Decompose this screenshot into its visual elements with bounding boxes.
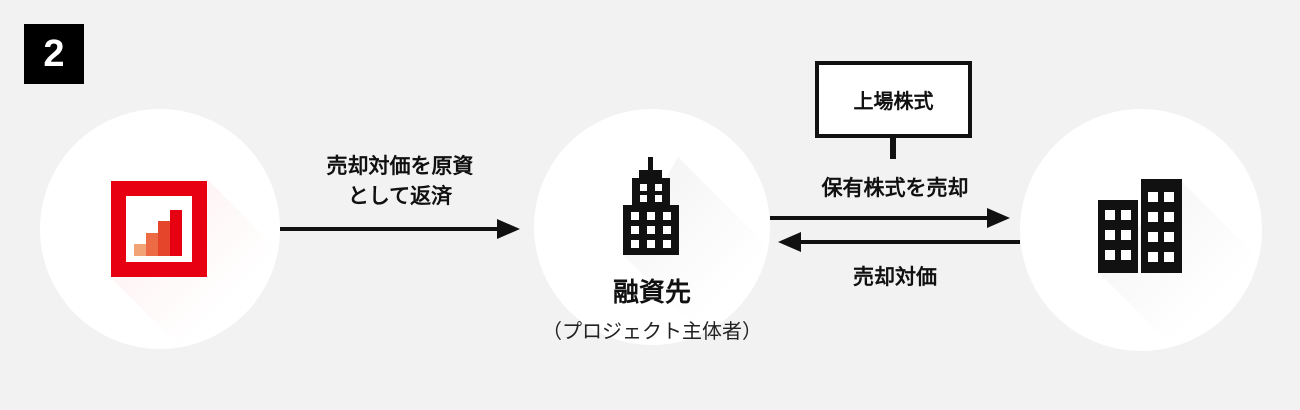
sale-proceeds-arrow-head xyxy=(778,232,801,252)
office-building-icon xyxy=(623,157,679,255)
office-buildings-icon xyxy=(1098,179,1182,273)
logo-bar xyxy=(146,233,158,256)
node-market xyxy=(1020,109,1262,351)
sell-shares-arrow-line xyxy=(770,216,990,220)
logo-bar xyxy=(158,221,170,256)
sell-shares-arrow-label: 保有株式を売却 xyxy=(821,177,969,200)
repayment-arrow-line xyxy=(280,227,502,231)
repayment-arrow-label: 売却対価を原資 として返済 xyxy=(300,152,500,212)
sell-shares-arrow-head xyxy=(987,208,1010,228)
repayment-arrow-head xyxy=(497,219,520,239)
repayment-label-line1: 売却対価を原資 xyxy=(326,155,474,178)
repayment-label-line2: として返済 xyxy=(347,185,453,208)
sale-proceeds-arrow-label: 売却対価 xyxy=(853,266,937,289)
stock-box-connector xyxy=(890,138,896,159)
bar-chart-logo-icon xyxy=(111,181,207,277)
step-badge-number: 2 xyxy=(43,32,65,75)
sale-proceeds-arrow-line xyxy=(799,240,1020,244)
logo-bar xyxy=(170,210,182,256)
node-funds xyxy=(40,109,280,349)
step-badge: 2 xyxy=(24,24,84,84)
listed-stock-label: 上場株式 xyxy=(853,91,934,113)
logo-bar xyxy=(134,244,146,256)
node-borrower xyxy=(534,109,770,345)
borrower-subtitle: （プロジェクト主体者） xyxy=(542,321,762,343)
listed-stock-box: 上場株式 xyxy=(815,61,972,138)
borrower-title: 融資先 xyxy=(612,277,691,307)
